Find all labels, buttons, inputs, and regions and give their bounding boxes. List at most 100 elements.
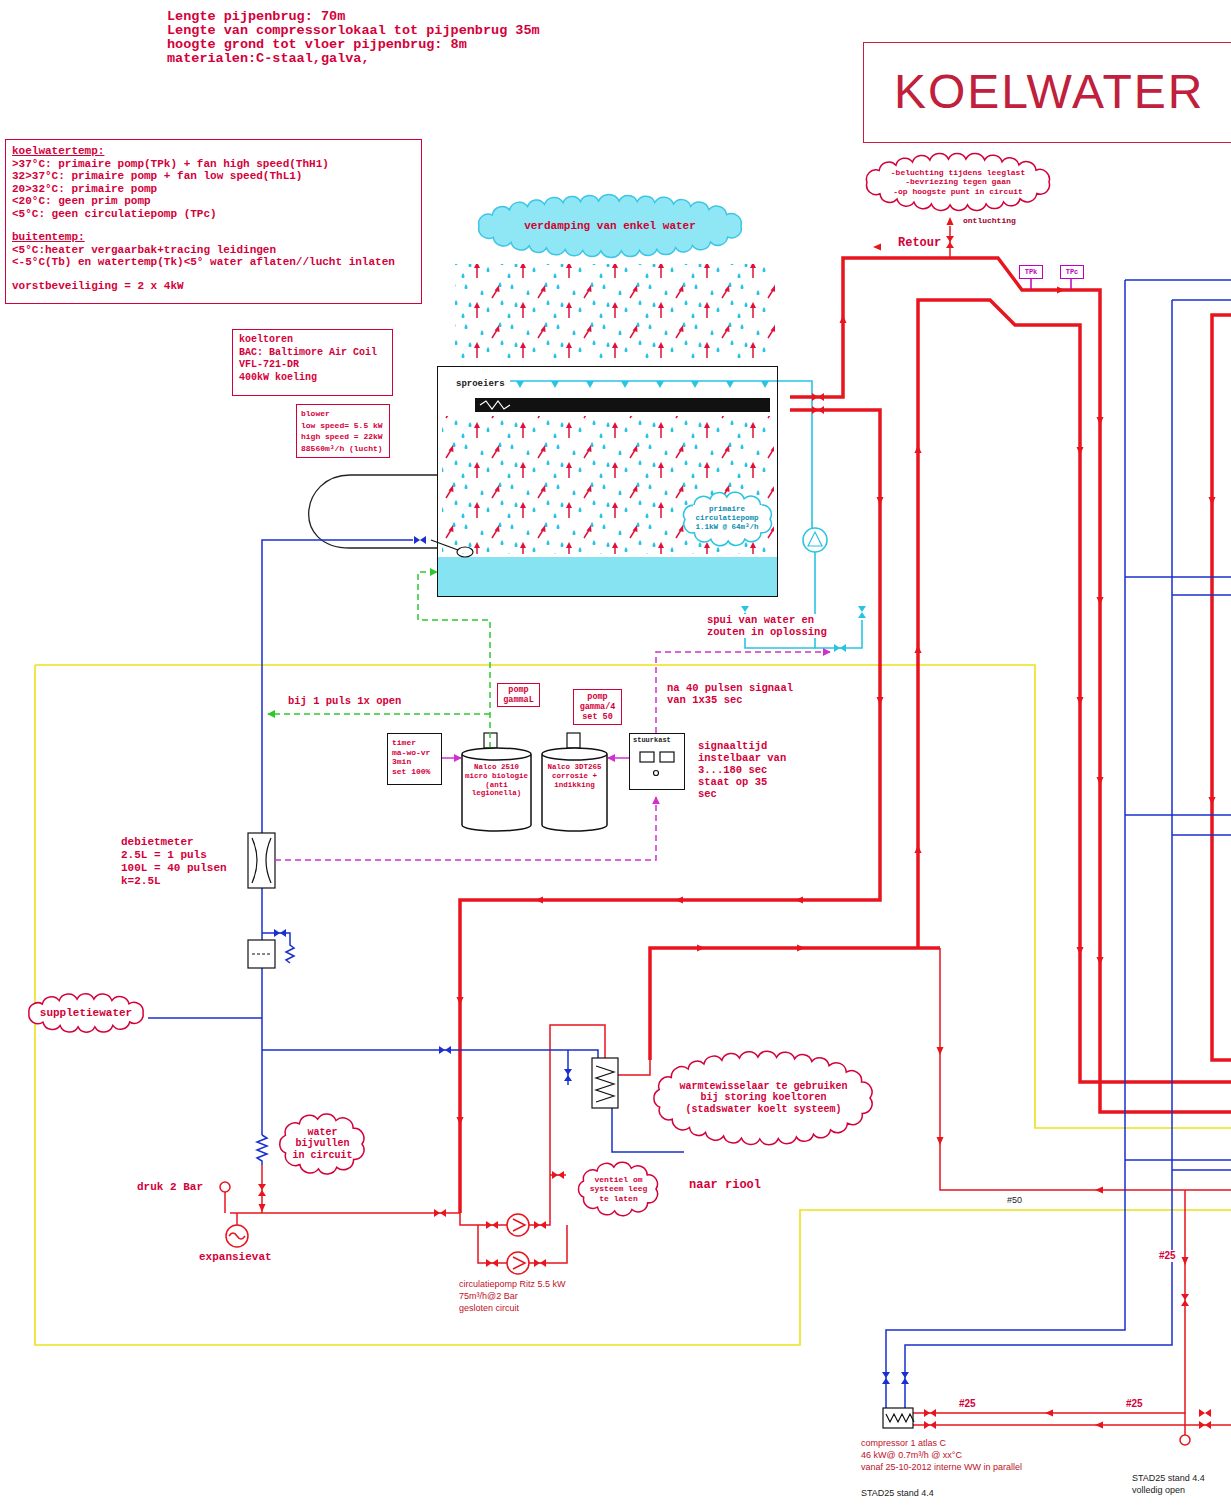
schematic-part xyxy=(262,1050,598,1058)
water-supply xyxy=(148,280,1231,1408)
node-text: <5°C:heater vergaarbak+tracing leidingen xyxy=(12,244,415,257)
schematic-part xyxy=(1077,447,1084,455)
node-text: -bevriezing tegen gaan xyxy=(905,177,1011,187)
node-text: timer xyxy=(392,738,437,748)
cloud-path xyxy=(578,1162,657,1216)
node-text: Nalco 2510 xyxy=(474,763,519,772)
schematic-part xyxy=(1184,1413,1186,1435)
note-label: Lengte van compressorlokaal tot pijpenbr… xyxy=(166,24,541,38)
note-label: gesloten circuit xyxy=(458,1302,520,1314)
schematic-part xyxy=(1199,1409,1211,1417)
node-text: blower xyxy=(301,408,385,420)
schematic-part xyxy=(858,606,866,618)
thick-pipes xyxy=(460,258,1231,1213)
node-text: micro biologie (anti legionella) xyxy=(464,772,529,798)
schematic-part xyxy=(1172,594,1231,596)
schematic-part xyxy=(873,244,881,251)
schematic-part xyxy=(513,1257,525,1269)
node-text: high speed = 22kW xyxy=(301,431,385,443)
equipment-box: koeltorenBAC: Baltimore Air CoilVFL-721-… xyxy=(232,329,393,396)
node-text: sproeiers xyxy=(454,379,507,390)
node-text: koelwatertemp: xyxy=(12,145,415,158)
schematic-part xyxy=(886,280,1125,1408)
schematic-part xyxy=(460,410,880,1213)
node-text: -beluchting tijdens leeglast xyxy=(891,168,1025,178)
schematic-part xyxy=(1125,279,1231,281)
schematic-part xyxy=(309,475,437,548)
schematic-part xyxy=(915,845,922,853)
yellow-boundary xyxy=(35,665,1231,1345)
schematic-part xyxy=(1045,1410,1053,1417)
chemical-tank: Nalco 2510micro biologie (anti legionell… xyxy=(461,748,532,832)
schematic-part xyxy=(834,644,846,652)
node-text: -op hoogste punt in circuit xyxy=(893,187,1023,197)
node-text: set 100% xyxy=(392,767,437,777)
schematic-part xyxy=(507,1252,529,1274)
note-label: #25 xyxy=(1125,1398,1144,1410)
node-text: warmtewisselaar te gebruiken bij storing… xyxy=(678,1081,849,1116)
tank-path xyxy=(542,748,607,831)
note-label: Retour xyxy=(897,236,942,250)
node-text: Nalco 3DT265 xyxy=(547,763,601,772)
schematic-part xyxy=(1199,1421,1211,1429)
node-text: low speed= 5.5 kW xyxy=(301,420,385,432)
node-text: <20°C: geen prim pomp xyxy=(12,195,415,208)
note-cloud: suppletiewater xyxy=(20,990,152,1036)
schematic-part xyxy=(552,1171,564,1179)
schematic-part xyxy=(1077,947,1084,955)
node-text: 20>32°C: primaire pomp xyxy=(12,183,415,196)
schematic-part xyxy=(840,315,847,323)
schematic-part xyxy=(656,652,830,733)
schematic-part xyxy=(475,398,770,412)
node-text: vorstbeveiliging = 2 x 4kW xyxy=(12,280,415,293)
schematic-part xyxy=(1097,597,1104,605)
cloud-path xyxy=(29,994,143,1032)
schematic-part xyxy=(414,536,426,544)
spray-circuit xyxy=(510,381,862,648)
note-label: k=2.5L xyxy=(120,875,162,888)
schematic-part xyxy=(438,557,777,596)
schematic-part xyxy=(35,665,1231,1345)
schematic-part xyxy=(1125,814,1231,816)
schematic-part xyxy=(431,540,458,550)
note-label: expansievat xyxy=(198,1251,273,1264)
schematic-part xyxy=(596,1066,614,1102)
blue-valves xyxy=(274,536,909,1384)
spray-nozzles xyxy=(516,381,866,652)
schematic-part xyxy=(486,1221,498,1229)
schematic-part xyxy=(148,1017,262,1019)
note-label: 100L = 40 pulsen xyxy=(120,862,228,875)
note-label: #25 xyxy=(1158,1250,1177,1262)
schematic-part xyxy=(1095,1187,1103,1194)
schematic-part xyxy=(795,897,803,904)
schematic-part xyxy=(797,945,805,952)
schematic-part xyxy=(35,665,1231,1128)
schematic-part xyxy=(918,300,1231,1082)
pump-cloud: primaire circulatiepomp 1.1kW @ 64m³/h xyxy=(676,488,779,550)
node-text: ventiel om systeem leeg te laten xyxy=(586,1175,651,1204)
schematic-part xyxy=(915,645,922,653)
schematic-part xyxy=(618,1060,650,1075)
schematic-part xyxy=(675,897,683,904)
temperature-table: koelwatertemp:>37°C: primaire pomp(TPk) … xyxy=(5,139,422,304)
node-text: VFL-721-DR xyxy=(239,359,386,372)
note-label: circulatiepomp Ritz 5.5 kW xyxy=(458,1278,567,1290)
schematic-part xyxy=(803,528,827,552)
schematic-part xyxy=(516,381,524,388)
schematic-part xyxy=(220,1182,230,1192)
tank-outline xyxy=(541,748,608,832)
schematic-part xyxy=(274,929,286,937)
schematic-part xyxy=(1077,697,1084,705)
note-label: compressor 1 atlas C xyxy=(860,1437,947,1449)
schematic-part xyxy=(457,997,464,1005)
note-label: hoogte grond tot vloer pijpenbrug: 8m xyxy=(166,38,468,52)
schematic-part xyxy=(877,697,884,705)
schematic-part xyxy=(529,1225,567,1263)
schematic-part xyxy=(812,393,824,401)
cloud-path xyxy=(683,492,771,545)
schematic-part xyxy=(726,381,734,388)
schematic-part xyxy=(650,948,940,1060)
node-text: 400kW koeling xyxy=(239,372,386,385)
schematic-part xyxy=(691,381,699,388)
schematic-part xyxy=(230,1212,460,1214)
